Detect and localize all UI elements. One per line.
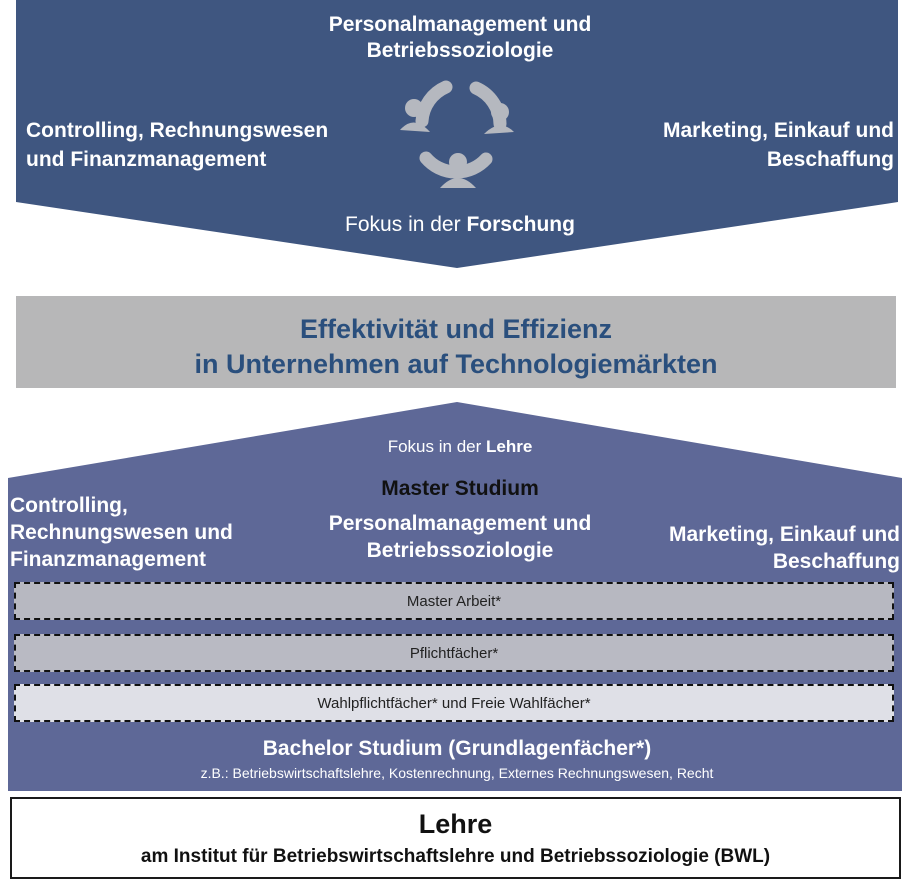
teaching-center-line1: Personalmanagement und bbox=[328, 512, 592, 535]
teaching-focus-prefix: Fokus in der bbox=[387, 437, 486, 456]
footer-subtitle: am Institut für Betriebswirtschaftslehre… bbox=[140, 846, 771, 867]
research-right-line1: Marketing, Einkauf und bbox=[662, 119, 894, 142]
teaching-left-line2: Rechnungswesen und bbox=[10, 521, 233, 544]
research-center-title-line1: Personalmanagement und bbox=[328, 13, 592, 36]
teaching-center-area: Personalmanagement und Betriebssoziologi… bbox=[290, 510, 630, 564]
goal-line1: Effektivität und Effizienz bbox=[299, 314, 613, 344]
row-required-courses: Pflichtfächer* bbox=[14, 634, 894, 672]
research-center-title-line2: Betriebssoziologie bbox=[366, 39, 554, 62]
research-right-line2: Beschaffung bbox=[766, 148, 894, 171]
goal-line2: in Unternehmen auf Technologiemärkten bbox=[194, 349, 718, 379]
research-left-area: Controlling, Rechnungswesen und Finanzma… bbox=[26, 116, 386, 174]
teaching-left-area: Controlling, Rechnungswesen und Finanzma… bbox=[10, 492, 310, 573]
research-focus-keyword: Forschung bbox=[466, 213, 575, 236]
research-chevron bbox=[16, 0, 898, 268]
teaching-focus-label: Fokus in der Lehre bbox=[250, 436, 670, 458]
teaching-institute-box bbox=[10, 797, 901, 879]
teaching-right-line2: Beschaffung bbox=[772, 550, 900, 573]
research-left-line1: Controlling, Rechnungswesen bbox=[26, 119, 329, 142]
row-master-thesis: Master Arbeit* bbox=[14, 582, 894, 620]
research-focus-prefix: Fokus in der bbox=[345, 213, 467, 236]
teaching-left-line3: Finanzmanagement bbox=[10, 548, 207, 571]
footer-title: Lehre bbox=[418, 809, 493, 839]
teaching-left-line1: Controlling, bbox=[10, 494, 128, 517]
research-right-area: Marketing, Einkauf und Beschaffung bbox=[560, 116, 894, 174]
row-elective-courses: Wahlpflichtfächer* und Freie Wahlfächer* bbox=[14, 684, 894, 722]
research-center-title: Personalmanagement und Betriebssoziologi… bbox=[250, 12, 670, 64]
teaching-right-area: Marketing, Einkauf und Beschaffung bbox=[600, 521, 900, 575]
bachelor-studies-title: Bachelor Studium (Grundlagenfächer*) bbox=[262, 737, 652, 760]
goal-band bbox=[16, 296, 896, 388]
research-focus-label: Fokus in der Forschung bbox=[250, 212, 670, 238]
bachelor-examples: z.B.: Betriebswirtschaftslehre, Kostenre… bbox=[200, 765, 714, 781]
teaching-focus-keyword: Lehre bbox=[485, 437, 533, 456]
teaching-center-line2: Betriebssoziologie bbox=[366, 539, 554, 562]
teaching-right-line1: Marketing, Einkauf und bbox=[668, 523, 900, 546]
research-left-line2: und Finanzmanagement bbox=[26, 148, 267, 171]
master-studies-title: Master Studium bbox=[381, 477, 539, 500]
